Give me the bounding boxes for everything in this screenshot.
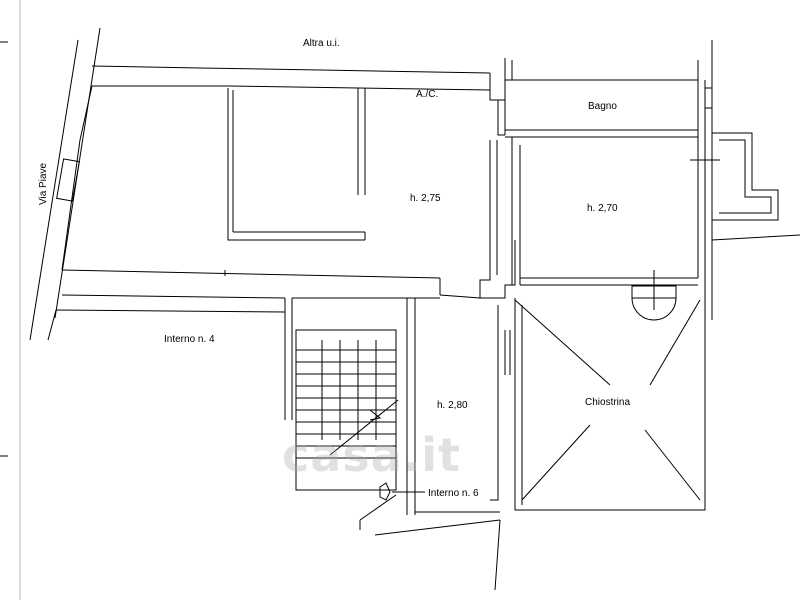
label-interno-4: Interno n. 4: [164, 334, 215, 345]
label-h280: h. 2,80: [437, 400, 468, 411]
room-bagno: [504, 58, 712, 138]
room-h270: [511, 137, 706, 321]
room-h280: [47, 294, 511, 591]
label-h275: h. 2,75: [410, 193, 441, 204]
staircase: [295, 329, 399, 530]
label-interno-6: Interno n. 6: [428, 488, 479, 499]
label-altra-ui: Altra u.i.: [303, 38, 340, 49]
wall-top: [91, 65, 505, 101]
door-icon: [379, 482, 425, 501]
label-via-piave: Via Piave: [38, 162, 49, 205]
label-chiostrina: Chiostrina: [585, 397, 631, 408]
label-h270: h. 2,70: [587, 203, 618, 214]
room-chiostrina: [514, 298, 706, 511]
watermark-logo: casa.it: [282, 428, 461, 482]
room-h275: [61, 85, 441, 295]
label-ac: A./C.: [416, 89, 439, 100]
label-bagno: Bagno: [588, 101, 617, 112]
wall-partition: [479, 100, 516, 299]
wall-right: [690, 40, 800, 320]
